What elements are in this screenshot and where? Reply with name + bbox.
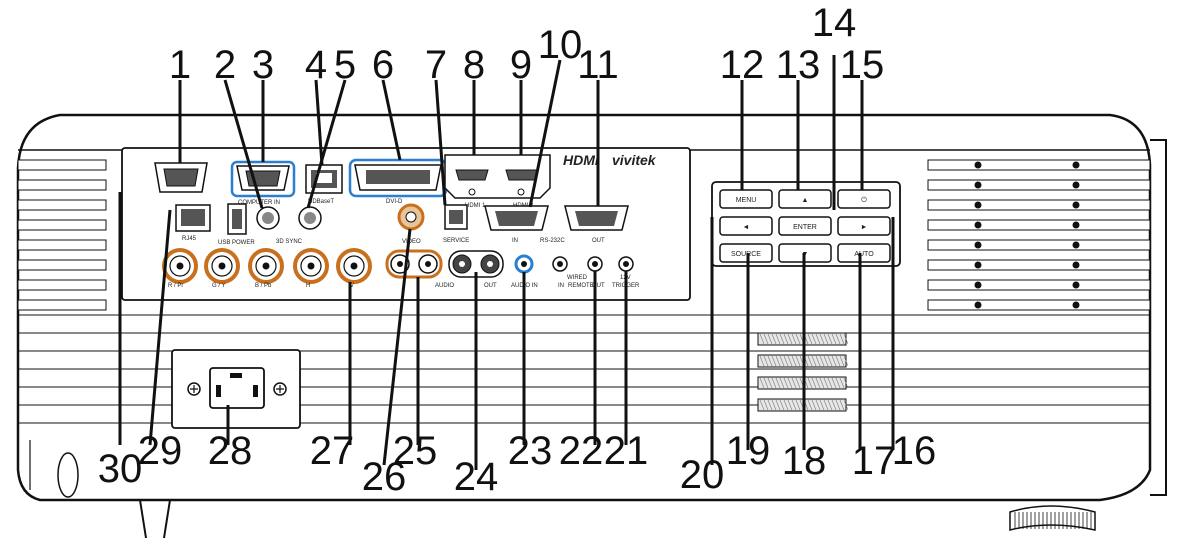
callout-17: 17 <box>852 439 897 483</box>
callout-11: 11 <box>577 43 619 87</box>
callout-29: 29 <box>138 429 183 473</box>
computer-in-port <box>230 160 296 198</box>
callout-13: 13 <box>776 43 821 87</box>
bnc-ports <box>162 248 372 284</box>
vga-out-port <box>154 162 208 193</box>
audio-out-label: OUT <box>484 283 497 289</box>
callout-28: 28 <box>208 429 253 473</box>
hdbaset-label: HDBaseT <box>308 199 334 205</box>
callout-6: 6 <box>372 43 394 87</box>
callout-leader-lines <box>118 55 895 470</box>
callout-27: 27 <box>310 429 355 473</box>
usb-power-label: USB POWER <box>218 240 255 246</box>
callout-10: 10 <box>538 23 583 67</box>
keypad-menu-button[interactable]: MENU <box>719 189 773 209</box>
hdmi-logo: HDMI <box>563 152 600 168</box>
remote-out-label: OUT <box>592 283 605 289</box>
keypad-auto-label: AUTO <box>854 251 874 258</box>
dvi-d-port <box>348 158 448 198</box>
callout-9: 9 <box>510 43 532 87</box>
callout-23: 23 <box>508 429 553 473</box>
callout-21: 21 <box>604 429 649 473</box>
v-label: V <box>350 283 354 289</box>
callout-14: 14 <box>812 1 857 45</box>
keypad-up-label: ▲ <box>802 197 809 204</box>
keypad-power-button[interactable]: ⏻ <box>837 189 891 209</box>
keypad-source-label: SOURCE <box>731 251 761 258</box>
callout-25: 25 <box>393 429 438 473</box>
rj45-port <box>175 204 211 232</box>
3d-sync-ports <box>256 206 322 230</box>
rpr-label: R / Pr <box>168 283 183 289</box>
keypad-right-button[interactable]: ► <box>837 216 891 236</box>
vivitek-logo: vivitek <box>612 152 657 168</box>
rs232c-label: RS-232C <box>540 238 565 244</box>
keypad-power-label: ⏻ <box>861 196 867 204</box>
callout-24: 24 <box>454 455 499 499</box>
right-vent-grille <box>927 159 1151 311</box>
speaker-mesh <box>757 332 849 412</box>
callout-3: 3 <box>252 43 274 87</box>
service-label: SERVICE <box>443 238 469 244</box>
control-keypad: MENU▲⏻◄ENTER►SOURCE▼AUTO <box>711 181 901 267</box>
callout-15: 15 <box>840 43 885 87</box>
keypad-up-button[interactable]: ▲ <box>778 189 832 209</box>
keypad-source-button[interactable]: SOURCE <box>719 243 773 263</box>
callout-12: 12 <box>720 43 765 87</box>
projector-feet <box>139 499 1096 539</box>
callout-1: 1 <box>169 43 191 87</box>
keypad-auto-button[interactable]: AUTO <box>837 243 891 263</box>
left-vent-grille <box>17 159 107 311</box>
wired-label: WIRED <box>567 275 588 281</box>
keypad-enter-label: ENTER <box>793 224 817 231</box>
keypad-right-label: ► <box>861 224 868 231</box>
callout-2: 2 <box>214 43 236 87</box>
callout-18: 18 <box>782 439 827 483</box>
callout-26: 26 <box>362 455 407 499</box>
callout-7: 7 <box>425 43 447 87</box>
rs-out-label: OUT <box>592 238 605 244</box>
video-port <box>397 203 425 231</box>
usb-power-port <box>227 203 247 235</box>
callout-8: 8 <box>463 43 485 87</box>
remote-in-label: IN <box>558 283 564 289</box>
remote-and-trigger-jacks <box>552 256 634 272</box>
callout-4: 4 <box>305 43 327 87</box>
rs232c-ports <box>484 205 629 231</box>
keypad-left-label: ◄ <box>743 224 750 231</box>
keypad-left-button[interactable]: ◄ <box>719 216 773 236</box>
callout-20: 20 <box>680 453 725 497</box>
rj45-label: RJ45 <box>182 236 197 242</box>
service-port <box>444 204 468 230</box>
hdbaset-port <box>305 164 343 194</box>
callout-5: 5 <box>334 43 356 87</box>
dvi-d-label: DVI-D <box>386 199 403 205</box>
audio-out-rca-ports <box>448 250 504 278</box>
hdmi1-label: HDMI 1 <box>465 203 486 209</box>
keypad-menu-label: MENU <box>736 197 757 204</box>
callout-22: 22 <box>559 429 604 473</box>
audio-label: AUDIO <box>435 283 454 289</box>
keypad-enter-button[interactable]: ENTER <box>778 216 832 236</box>
gy-label: G / Y <box>212 283 226 289</box>
3d-sync-label: 3D SYNC <box>276 239 303 245</box>
ac-power-inlet <box>171 349 301 429</box>
callout-30: 30 <box>98 447 143 491</box>
callout-19: 19 <box>726 429 771 473</box>
video-label: VIDEO <box>402 239 421 245</box>
callout-16: 16 <box>892 429 937 473</box>
audio-in-jack <box>514 254 534 274</box>
rs-in-label: IN <box>512 238 518 244</box>
h-label: H <box>306 283 310 289</box>
bpb-label: B / Pb <box>255 283 272 289</box>
remote-label: REMOTE <box>568 283 594 289</box>
